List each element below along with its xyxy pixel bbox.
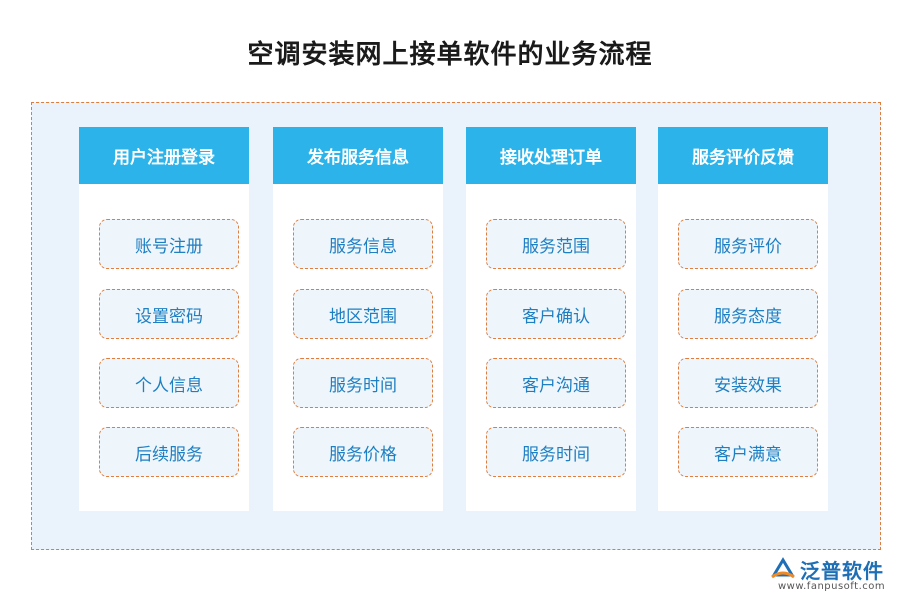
step-box: 设置密码	[99, 289, 239, 339]
process-column-1: 用户注册登录 账号注册 设置密码 个人信息 后续服务	[79, 127, 249, 511]
column-header: 发布服务信息	[273, 127, 443, 184]
column-header: 接收处理订单	[466, 127, 636, 184]
step-box: 服务时间	[293, 358, 433, 408]
step-box: 服务范围	[486, 219, 626, 269]
step-box: 客户确认	[486, 289, 626, 339]
process-column-2: 发布服务信息 服务信息 地区范围 服务时间 服务价格	[273, 127, 443, 511]
step-box: 后续服务	[99, 427, 239, 477]
step-box: 服务价格	[293, 427, 433, 477]
step-box: 服务评价	[678, 219, 818, 269]
column-header: 用户注册登录	[79, 127, 249, 184]
logo-name: 泛普软件	[800, 559, 884, 583]
brand-logo: 泛普软件 www.fanpusoft.com	[770, 553, 895, 597]
logo-mark-icon	[771, 557, 795, 579]
step-box: 地区范围	[293, 289, 433, 339]
column-header: 服务评价反馈	[658, 127, 828, 184]
step-box: 客户沟通	[486, 358, 626, 408]
step-box: 账号注册	[99, 219, 239, 269]
step-box: 服务态度	[678, 289, 818, 339]
page-title: 空调安装网上接单软件的业务流程	[247, 40, 653, 70]
step-box: 客户满意	[678, 427, 818, 477]
process-column-4: 服务评价反馈 服务评价 服务态度 安装效果 客户满意	[658, 127, 828, 511]
step-box: 个人信息	[99, 358, 239, 408]
logo-url: www.fanpusoft.com	[778, 581, 886, 592]
process-column-3: 接收处理订单 服务范围 客户确认 客户沟通 服务时间	[466, 127, 636, 511]
step-box: 服务信息	[293, 219, 433, 269]
step-box: 服务时间	[486, 427, 626, 477]
step-box: 安装效果	[678, 358, 818, 408]
